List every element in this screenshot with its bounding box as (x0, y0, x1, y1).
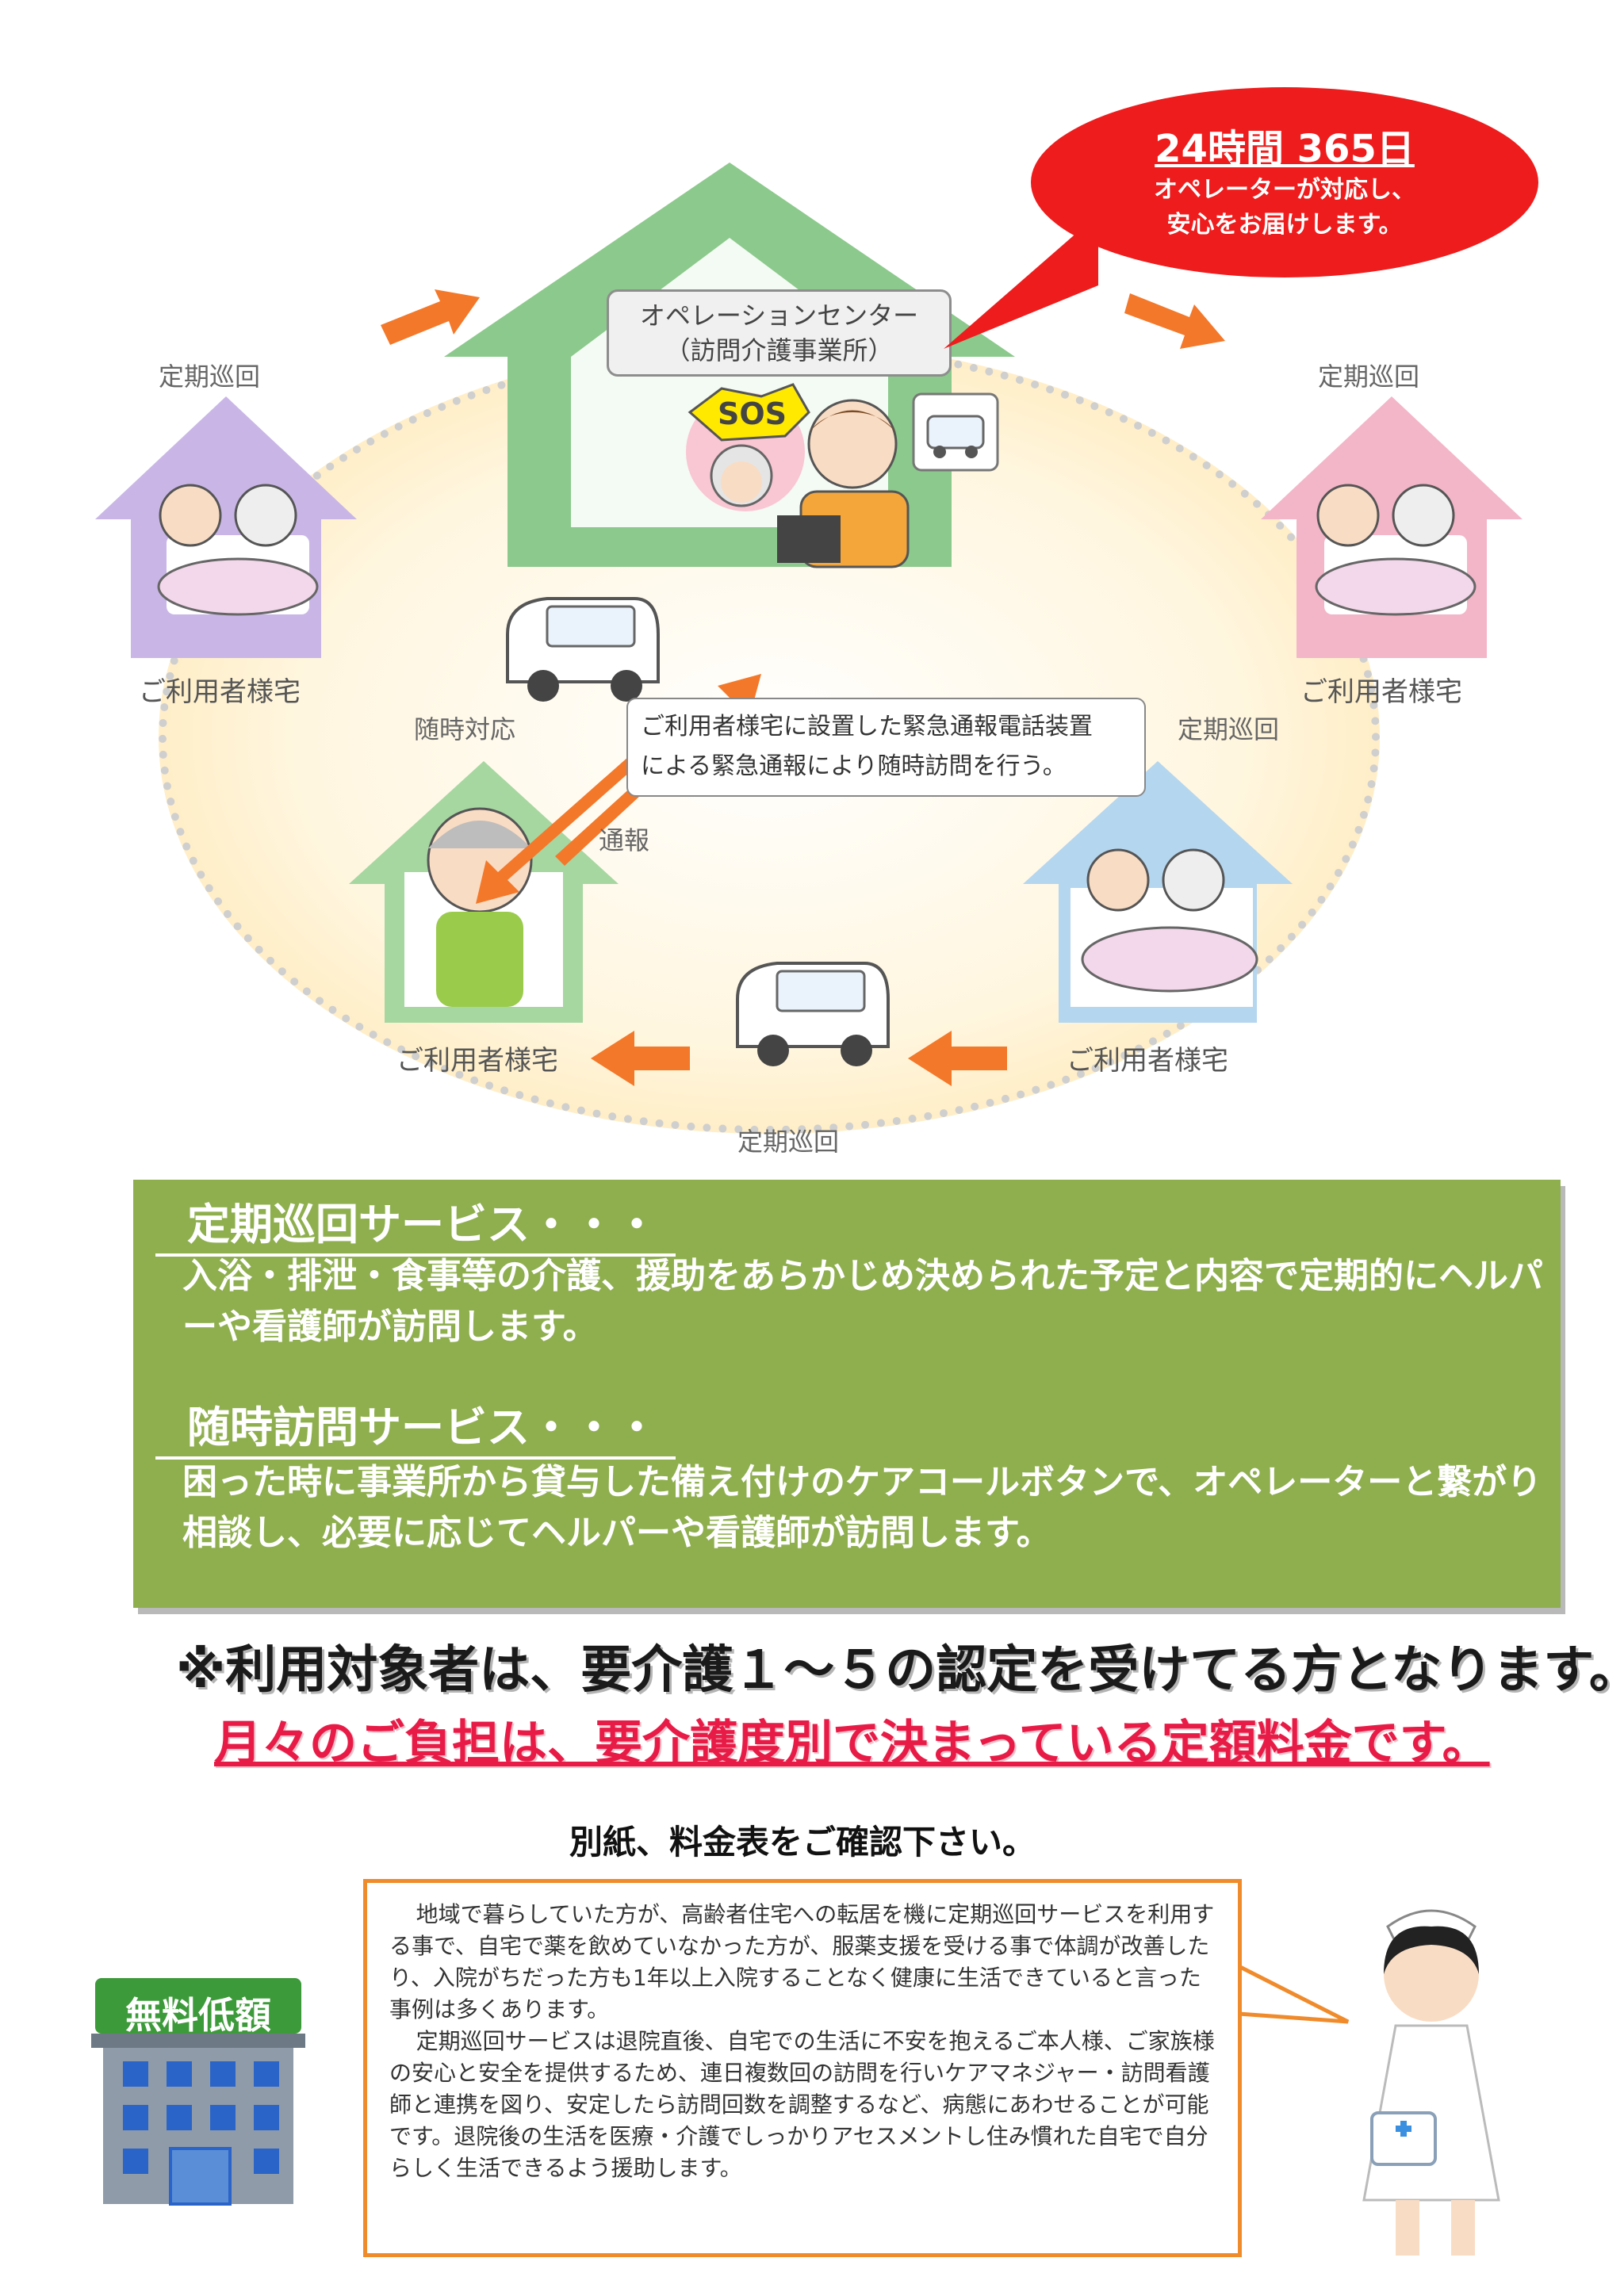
patrol-vehicle-icon (736, 962, 890, 1066)
regular-service-title: 定期巡回サービス・・・ (155, 1189, 676, 1257)
facility-sign: 無料低額 (125, 1994, 271, 2037)
speech-box-tail (1237, 1963, 1350, 2024)
operation-center-name: オペレーションセンター (639, 300, 919, 331)
arrow-bottom-left (591, 1031, 690, 1086)
support-callout: 24時間 365日 オペレーターが対応し、 安心をお届けします。 (1031, 87, 1538, 277)
user-home-label-bottom-right: ご利用者様宅 (1067, 1045, 1228, 1077)
callout-tail (944, 214, 1098, 349)
callout-title: 24時間 365日 (1155, 127, 1415, 171)
nurse-icon (1362, 1909, 1500, 2256)
case-paragraph-1: 地域で暮らしていた方が、高齢者住宅への転居を機に定期巡回サービスを利用する事で、… (389, 1901, 1215, 2022)
callout-line1: オペレーターが対応し、 (1154, 176, 1415, 204)
facility-building-icon (91, 1978, 305, 2206)
vehicle-thumbnail-icon (912, 392, 999, 472)
arrow-top-right (1124, 293, 1225, 349)
patrol-label-top-left: 定期巡回 (159, 362, 261, 392)
user-home-label-bottom-left: ご利用者様宅 (396, 1045, 558, 1077)
regular-service-desc: 入浴・排泄・食事等の介護、援助をあらかじめ決められた予定と内容で定期的にヘルパー… (182, 1256, 1543, 1347)
emergency-info-box: ご利用者様宅に設置した緊急通報電話装置 による緊急通報により随時訪問を行う。 (626, 698, 1146, 797)
case-example-box: 地域で暮らしていた方が、高齢者住宅への転居を機に定期巡回サービスを利用する事で、… (363, 1879, 1242, 2257)
info-line2: による緊急通報により随時訪問を行う。 (641, 752, 1067, 780)
arrow-top-left (381, 289, 480, 345)
user-home-label-top-right: ご利用者様宅 (1300, 676, 1462, 708)
operation-center-sub: （訪問介護事業所） (665, 335, 894, 365)
care-vehicle-icon (506, 597, 660, 702)
patrol-label-bottom: 定期巡回 (737, 1127, 840, 1157)
callout-line2: 安心をお届けします。 (1166, 211, 1403, 239)
user-home-pink-icon (1261, 396, 1522, 658)
ondemand-service-title: 随時訪問サービス・・・ (155, 1392, 676, 1460)
ondemand-service-desc: 困った時に事業所から貸与した備え付けのケアコールボタンで、オペレーターと繋がり相… (182, 1462, 1542, 1553)
eligibility-notice: ※利用対象者は、要介護１～５の認定を受けてる方となります。 (176, 1641, 1624, 1700)
patrol-label-right: 定期巡回 (1178, 714, 1280, 744)
flow-arrows (381, 289, 1225, 1086)
service-diagram: SOS オペレーションセンター （訪問介護事業所） 24時間 365日 オペレー… (95, 87, 1538, 1157)
user-home-label-top-left: ご利用者様宅 (139, 676, 301, 708)
operation-center-box: オペレーションセンター （訪問介護事業所） (607, 289, 952, 377)
user-home-blue-icon (1023, 761, 1293, 1023)
service-description-panel: 定期巡回サービス・・・ 入浴・排泄・食事等の介護、援助をあらかじめ決められた予定… (133, 1180, 1561, 1608)
case-paragraph-2: 定期巡回サービスは退院直後、自宅での生活に不安を抱えるご本人様、ご家族様の安心と… (389, 2028, 1215, 2181)
confirm-notice: 別紙、料金表をご確認下さい。 (569, 1823, 1036, 1862)
sos-label: SOS (718, 396, 787, 431)
info-line1: ご利用者様宅に設置した緊急通報電話装置 (641, 713, 1093, 740)
arrow-bottom-right (908, 1031, 1007, 1086)
sos-elderly-icon (686, 383, 810, 511)
operator-icon (777, 399, 910, 568)
on-demand-label: 随時対応 (414, 714, 516, 744)
patrol-label-top-right: 定期巡回 (1318, 362, 1420, 392)
user-home-purple-icon (95, 396, 357, 658)
fee-notice: 月々のご負担は、要介護度別で決まっている定額料金です。 (214, 1716, 1490, 1771)
report-label: 通報 (599, 825, 650, 855)
